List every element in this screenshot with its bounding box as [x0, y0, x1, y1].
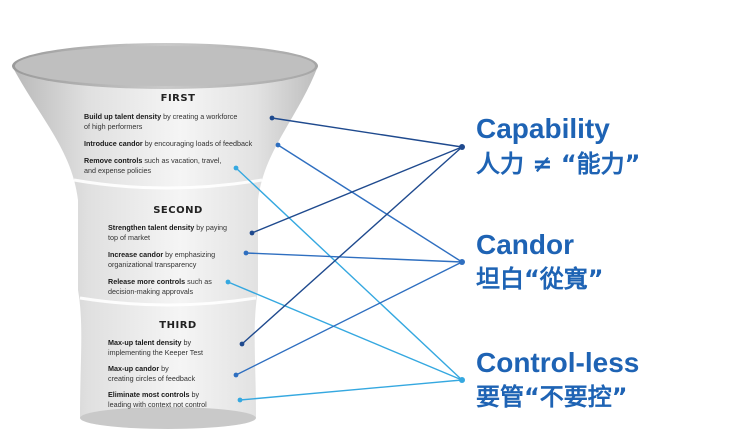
- category-candor-subtitle: 坦白“從寬”: [476, 265, 604, 293]
- category-candor-title: Candor: [476, 229, 574, 260]
- connector-dot: [269, 115, 275, 121]
- connector-dot: [233, 372, 239, 378]
- connector-dot: [237, 397, 243, 403]
- funnel-top-inner: [15, 46, 315, 86]
- category-candor: Candor 坦白“從寬”: [476, 229, 604, 293]
- funnel-bottom: [80, 407, 256, 429]
- connector-dot: [249, 230, 255, 236]
- stage-title-third: THIRD: [159, 320, 196, 331]
- connector-line-control: [235, 167, 463, 381]
- stage-first-item-3: Remove controls such as vacation, travel…: [84, 156, 221, 175]
- funnel-shape: [12, 43, 318, 429]
- category-capability-subtitle: 人力 ≠ “能力”: [476, 150, 640, 178]
- stage-first-item-1: Build up talent density by creating a wo…: [84, 112, 237, 131]
- stage-separator-1: [73, 178, 263, 190]
- connector-target-dot-control: [459, 377, 465, 383]
- connector-dot: [275, 142, 281, 148]
- connector-line-candor: [277, 144, 463, 263]
- connector-dot: [243, 250, 249, 256]
- stage-title-first: FIRST: [161, 93, 196, 104]
- category-control-less-title: Control-less: [476, 347, 639, 378]
- connector-target-dot-candor: [459, 259, 465, 265]
- connector-line-control: [227, 281, 463, 381]
- category-control-less-subtitle: 要管“不要控”: [476, 383, 628, 411]
- stage-second: SECOND Strengthen talent density by payi…: [108, 205, 227, 296]
- category-control-less: Control-less 要管“不要控”: [476, 347, 639, 411]
- connector-line-capability: [271, 117, 463, 148]
- connector-dot: [233, 165, 239, 171]
- connector-line-capability: [251, 146, 463, 234]
- connector-line-candor: [235, 261, 463, 376]
- connector-dot: [239, 341, 245, 347]
- funnel-body: [12, 66, 318, 418]
- connector-target-dot-capability: [459, 144, 465, 150]
- connector-lines: [225, 115, 465, 403]
- connector-line-candor: [245, 252, 463, 263]
- connector-line-control: [239, 379, 463, 401]
- stage-first: FIRST Build up talent density by creatin…: [84, 93, 253, 175]
- category-capability: Capability 人力 ≠ “能力”: [476, 113, 640, 178]
- stage-separator-2: [79, 296, 257, 307]
- stage-first-item-2: Introduce candor by encouraging loads of…: [84, 139, 253, 148]
- connector-line-capability: [241, 146, 463, 345]
- connector-dot: [225, 279, 231, 285]
- category-capability-title: Capability: [476, 113, 610, 144]
- stage-title-second: SECOND: [153, 205, 203, 216]
